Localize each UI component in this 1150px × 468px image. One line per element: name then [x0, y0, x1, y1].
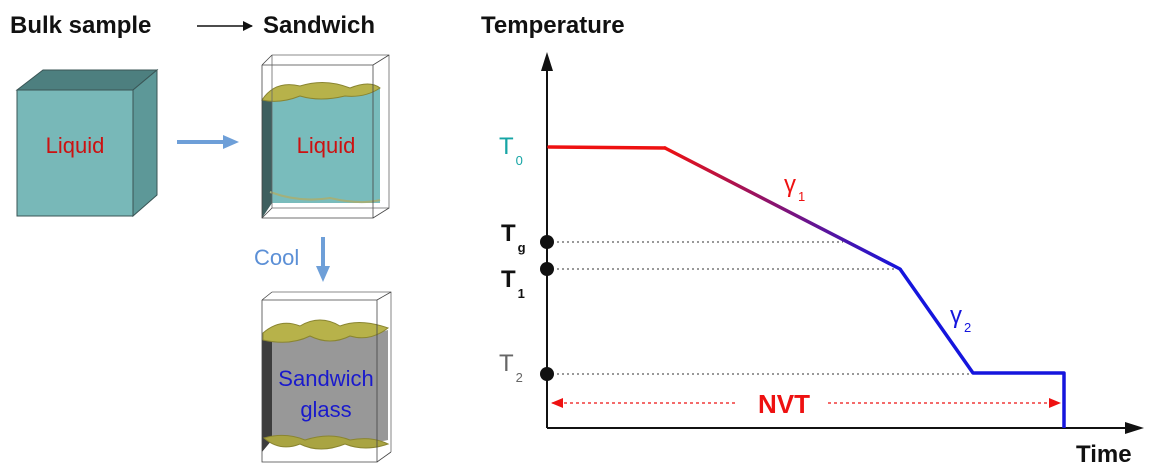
t1-marker: [540, 262, 554, 276]
sandwich-glass-label-line2: glass: [300, 397, 351, 422]
sandwich-glass-label-line1: Sandwich: [278, 366, 373, 391]
bulk-sample-header: Bulk sample: [10, 12, 151, 39]
t2-marker: [540, 367, 554, 381]
sandwich-glass-box: [261, 291, 392, 463]
bulk-liquid-label: Liquid: [46, 133, 105, 158]
tg-marker: [540, 235, 554, 249]
temperature-axis-label: Temperature: [481, 12, 625, 39]
tg-label: Tg: [501, 220, 526, 255]
sandwich-header: Sandwich: [263, 12, 375, 39]
t0-label: T0: [499, 133, 523, 168]
sandwich-liquid-label: Liquid: [297, 133, 356, 158]
sandwich-liquid-box: [261, 54, 390, 219]
temperature-protocol-curve: [547, 145, 1066, 428]
t1-label: T1: [501, 266, 525, 301]
nvt-label: NVT: [758, 389, 810, 419]
cool-arrow: [316, 237, 330, 282]
plot-axes: [541, 52, 1144, 434]
t2-label: T2: [499, 350, 523, 385]
cool-label: Cool: [254, 245, 299, 270]
time-axis-label: Time: [1076, 441, 1132, 468]
transfer-arrow: [177, 135, 239, 149]
bulk-liquid-cube: [15, 68, 159, 218]
